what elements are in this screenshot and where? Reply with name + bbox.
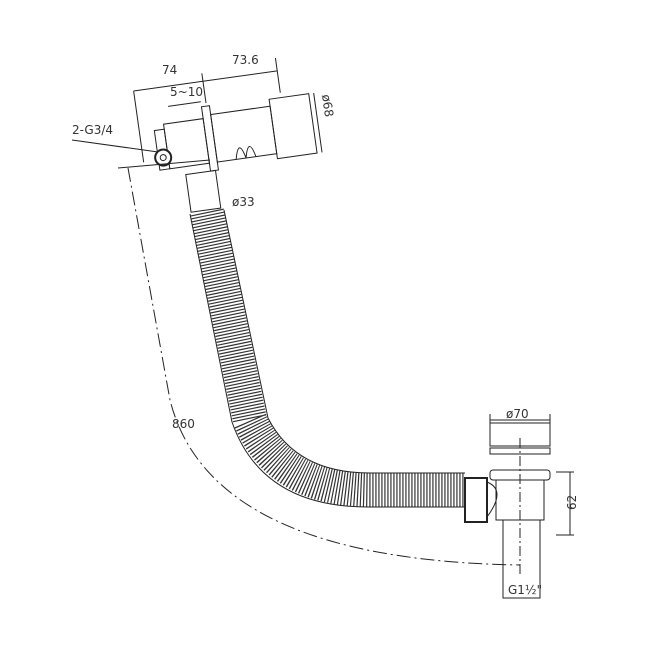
flexible-hose — [189, 208, 465, 508]
waste-assembly — [489, 414, 574, 599]
overflow-assembly — [133, 57, 323, 213]
dim-73-6: 73.6 — [232, 53, 259, 67]
dim-waste-diameter: ø70 — [506, 407, 529, 421]
length-dimension-line — [127, 167, 521, 566]
dim-flange: 5~10 — [170, 85, 203, 99]
dim-waste-thread: G1½" — [508, 583, 542, 597]
dim-inlet-thread: 2-G3/4 — [72, 123, 113, 137]
dim-hose-length: 860 — [172, 417, 195, 431]
dim-waste-height: 62 — [565, 495, 579, 510]
dim-head-diameter: ø68 — [319, 93, 336, 117]
hose-nut — [464, 477, 488, 523]
dim-74: 74 — [162, 63, 177, 77]
dim-hose-diameter: ø33 — [232, 195, 255, 209]
